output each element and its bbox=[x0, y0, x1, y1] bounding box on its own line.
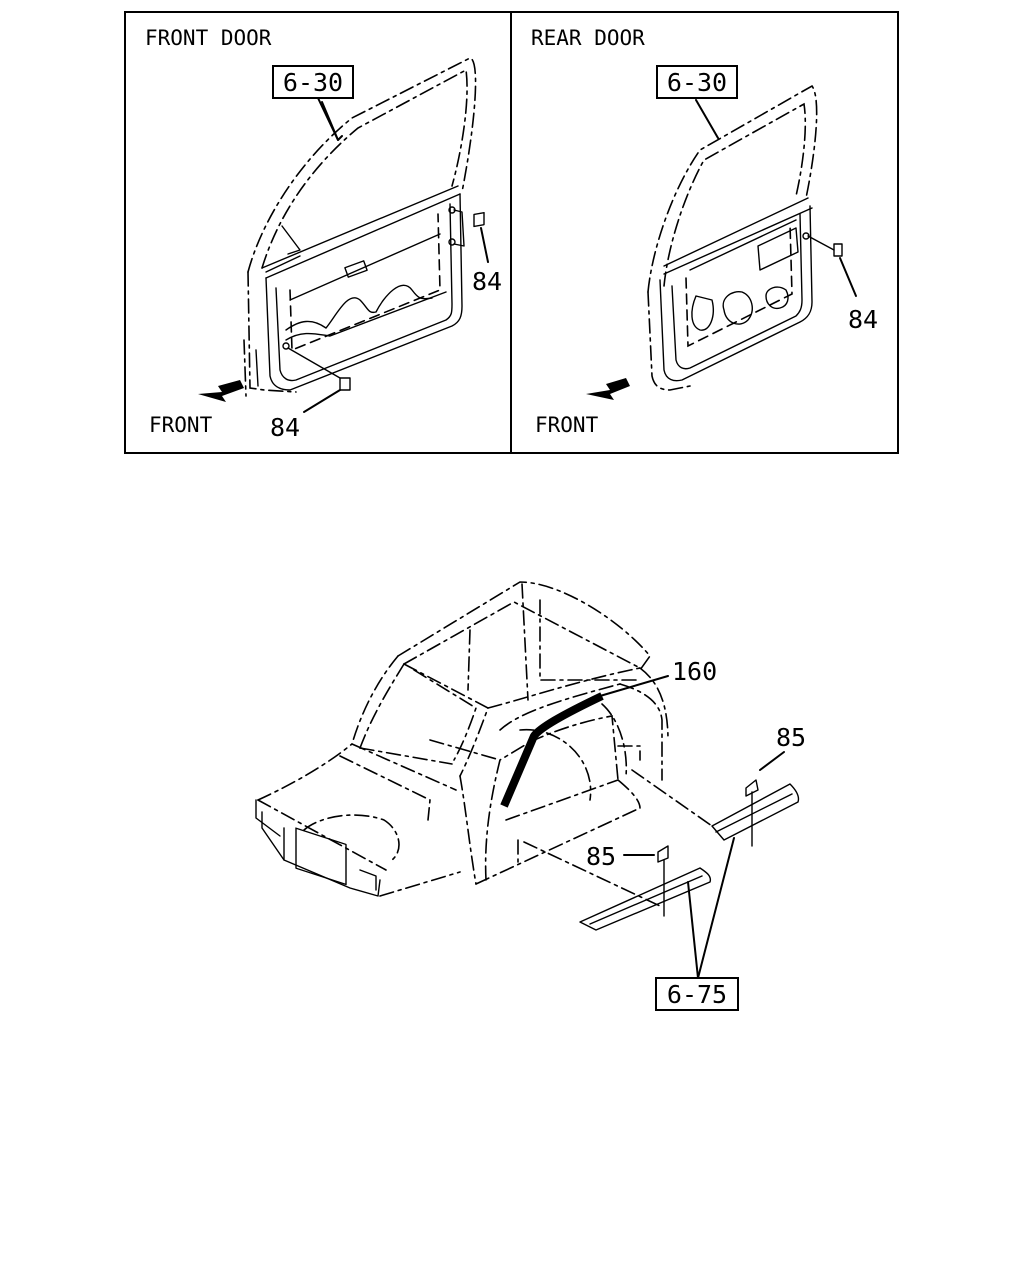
clip-84-rear bbox=[833, 243, 843, 257]
ref-6-30-front: 6-30 bbox=[283, 68, 343, 97]
ref-6-30-rear: 6-30 bbox=[667, 68, 727, 97]
front-door-drawing bbox=[243, 57, 477, 397]
callout-84-lower: 84 bbox=[270, 413, 300, 442]
ref-box-6-75 bbox=[655, 977, 739, 1011]
ref-box-6-30-rear bbox=[656, 65, 738, 99]
sill-plate-front bbox=[579, 845, 712, 931]
rear-door-panel: REAR DOOR 84 6-30 FRONT bbox=[531, 26, 878, 437]
front-arrow-icon bbox=[586, 378, 630, 400]
leader-84-upper bbox=[480, 227, 489, 263]
clip-84-lower bbox=[339, 377, 351, 391]
rear-front-direction-label: FRONT bbox=[535, 413, 599, 437]
ref-6-75: 6-75 bbox=[667, 980, 727, 1009]
leader-84-lower bbox=[303, 389, 341, 413]
front-direction-label: FRONT bbox=[149, 413, 213, 437]
front-door-title: FRONT DOOR bbox=[145, 26, 272, 50]
leader-160 bbox=[599, 675, 669, 697]
callout-85-right: 85 bbox=[776, 723, 806, 752]
vehicle-body-diagram: 160 85 85 6-75 bbox=[255, 581, 806, 1011]
leader-84-rear bbox=[839, 257, 857, 297]
sill-plate-rear bbox=[711, 751, 800, 847]
callout-84-upper: 84 bbox=[472, 267, 502, 296]
rear-door-title: REAR DOOR bbox=[531, 26, 645, 50]
callout-84-rear: 84 bbox=[848, 305, 878, 334]
callout-85-left: 85 bbox=[586, 842, 616, 871]
clip-84-upper bbox=[473, 211, 485, 228]
front-door-panel: FRONT DOOR bbox=[145, 26, 502, 442]
weatherstrip-160 bbox=[500, 692, 604, 808]
ref-box-6-30-front bbox=[272, 65, 354, 99]
callout-160: 160 bbox=[672, 657, 717, 686]
rear-door-drawing bbox=[647, 84, 818, 391]
front-arrow-icon bbox=[198, 380, 244, 402]
